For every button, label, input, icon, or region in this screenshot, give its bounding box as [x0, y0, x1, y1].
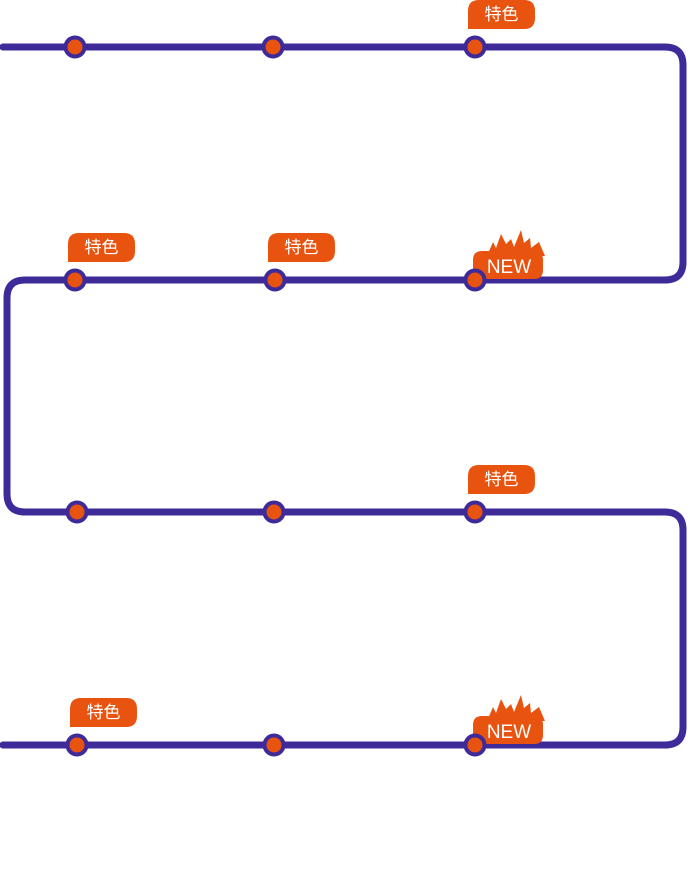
timeline-node: [463, 268, 487, 292]
feature-badge: 特色: [68, 233, 135, 262]
feature-badge: 特色: [468, 0, 535, 29]
badge-label: 特色: [285, 238, 319, 258]
flame-icon: [487, 230, 545, 256]
timeline-node: [63, 35, 87, 59]
new-badge: NEW: [473, 695, 545, 744]
badge-label: 特色: [485, 470, 519, 490]
badge-label: 特色: [485, 5, 519, 25]
badge-shape: [68, 233, 135, 262]
timeline-node: [262, 500, 286, 524]
new-badge: NEW: [473, 230, 545, 279]
timeline-node: [463, 733, 487, 757]
badge-label: NEW: [487, 257, 531, 278]
flame-icon: [487, 695, 545, 721]
timeline-node: [261, 35, 285, 59]
feature-badge: 特色: [468, 465, 535, 494]
badge-label: NEW: [487, 722, 531, 743]
feature-badge: 特色: [70, 698, 137, 727]
badge-shape: [473, 716, 543, 744]
track-line: [0, 43, 687, 749]
timeline-node: [65, 733, 89, 757]
timeline-node: [65, 500, 89, 524]
badge-shape: [468, 0, 535, 29]
feature-badge: 特色: [268, 233, 335, 262]
badge-shape: [473, 251, 543, 279]
timeline-node: [463, 500, 487, 524]
badge-shape: [268, 233, 335, 262]
timeline-node: [63, 268, 87, 292]
badge-shape: [70, 698, 137, 727]
timeline-node: [262, 733, 286, 757]
timeline-node: [463, 35, 487, 59]
badge-label: 特色: [85, 238, 119, 258]
timeline-node: [263, 268, 287, 292]
badge-shape: [468, 465, 535, 494]
badge-label: 特色: [87, 703, 121, 723]
